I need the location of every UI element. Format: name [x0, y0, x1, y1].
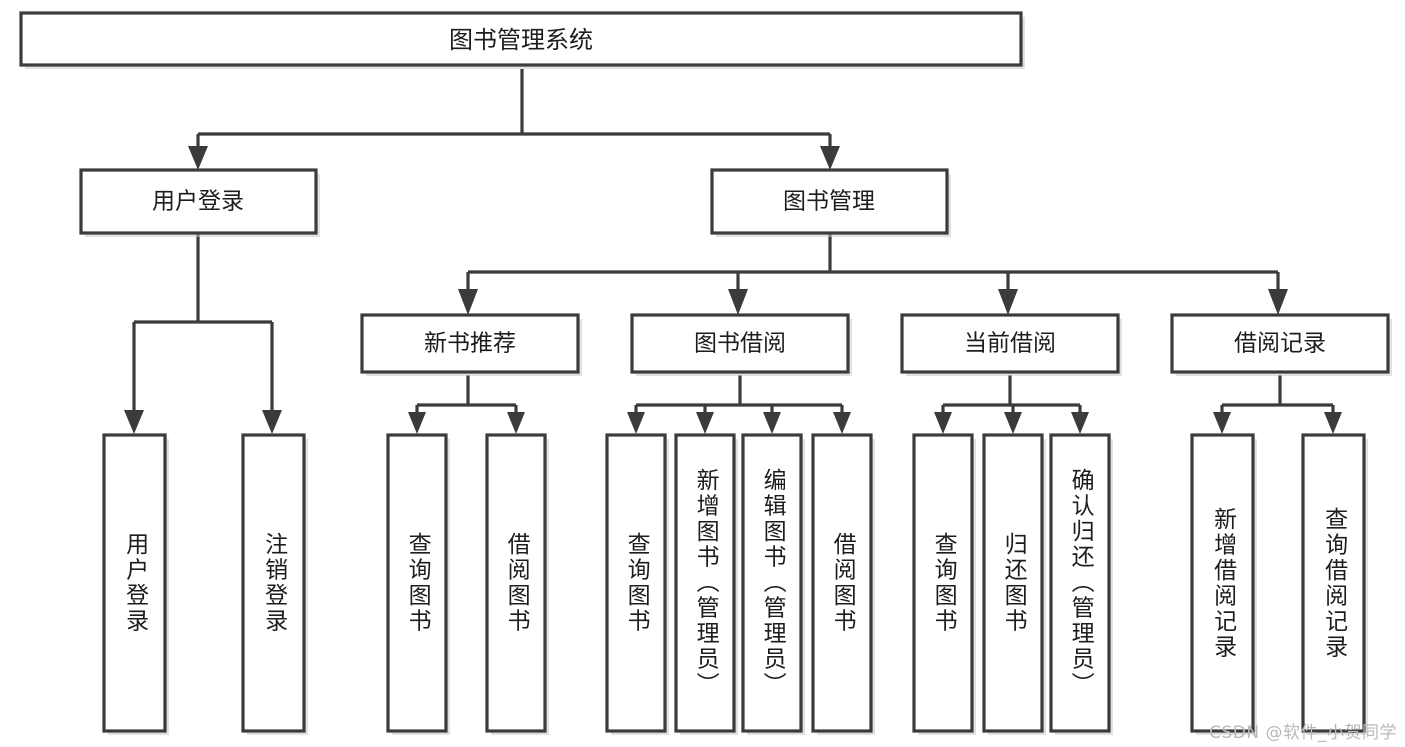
node-new-book-recommend-label: 新书推荐	[424, 331, 516, 357]
node-user-login-label: 用户登录	[152, 189, 244, 215]
arrowhead-leaf-confirm-return	[1071, 412, 1089, 434]
node-leaf-return-book[interactable]	[982, 433, 1044, 733]
arrowhead-current-borrow	[998, 289, 1018, 315]
csdn-watermark: CSDN @软件_小贺同学	[1209, 723, 1397, 743]
title-node-box[interactable]	[19, 11, 1023, 67]
node-leaf-query-borrow-record[interactable]	[1301, 433, 1366, 733]
leaf-return-book-label: 归还图书	[1000, 532, 1027, 634]
leaf-add-borrow-record-label: 新增借阅记录	[1209, 506, 1236, 660]
arrowhead-leaf-edit-book	[763, 412, 781, 434]
node-leaf-edit-book[interactable]	[741, 433, 803, 733]
leaf-borrow-book-1-label: 借阅图书	[503, 532, 530, 634]
arrowhead-leaf-query-book-1	[408, 412, 426, 434]
leaf-borrow-book-2-label: 借阅图书	[829, 532, 856, 634]
leaf-query-book-3-label: 查询图书	[930, 532, 957, 634]
arrowhead-leaf-query-borrow-record	[1324, 412, 1342, 434]
arrowhead-user-login	[188, 146, 208, 170]
node-leaf-query-book-3[interactable]	[912, 433, 974, 733]
arrowhead-book-borrow	[728, 289, 748, 315]
arrowhead-borrow-record	[1268, 289, 1288, 315]
node-book-borrow[interactable]	[630, 313, 850, 374]
arrowhead-leaf-add-borrow-record	[1213, 412, 1231, 434]
node-leaf-logout-login[interactable]	[241, 433, 306, 733]
arrowhead-leaf-add-book	[696, 412, 714, 434]
node-layer: 图书管理系统 用户登录 图书管理 新书推荐 图书借阅 当前借阅 借阅记录	[19, 11, 1392, 735]
arrowhead-leaf-borrow-book-2	[833, 412, 851, 434]
node-leaf-borrow-book-1[interactable]	[485, 433, 547, 733]
leaf-user-login-label: 用户登录	[121, 532, 148, 634]
node-borrow-record-label: 借阅记录	[1234, 331, 1326, 357]
node-leaf-add-book[interactable]	[674, 433, 736, 733]
node-current-borrow-label: 当前借阅	[964, 331, 1056, 357]
node-user-login[interactable]	[79, 168, 318, 235]
leaf-query-book-1-label: 查询图书	[404, 532, 431, 634]
title-node-label: 图书管理系统	[449, 26, 593, 54]
leaf-edit-book-label: 编辑图书（管理员）	[759, 468, 786, 698]
arrowhead-book-management	[820, 146, 840, 170]
node-new-book-recommend[interactable]	[360, 313, 580, 374]
leaf-add-book-label: 新增图书（管理员）	[692, 468, 719, 698]
node-leaf-query-book-2[interactable]	[605, 433, 667, 733]
node-borrow-record[interactable]	[1170, 313, 1390, 374]
leaf-logout-login-label: 注销登录	[260, 532, 287, 634]
arrowhead-leaf-user-login	[124, 410, 144, 434]
arrowhead-leaf-borrow-book-1	[507, 412, 525, 434]
node-book-management-label: 图书管理	[783, 189, 875, 215]
connector-layer	[124, 69, 1342, 434]
arrowhead-leaf-query-book-2	[627, 412, 645, 434]
arrowhead-leaf-logout-login	[262, 410, 282, 434]
node-leaf-add-borrow-record[interactable]	[1190, 433, 1255, 733]
arrowhead-new-book-recommend	[458, 289, 478, 315]
node-book-borrow-label: 图书借阅	[694, 331, 786, 357]
leaf-confirm-return-label: 确认归还（管理员）	[1067, 468, 1094, 698]
arrowhead-leaf-return-book	[1004, 412, 1022, 434]
node-leaf-confirm-return[interactable]	[1049, 433, 1111, 733]
node-current-borrow[interactable]	[900, 313, 1120, 374]
leaf-query-book-2-label: 查询图书	[623, 532, 650, 634]
node-leaf-borrow-book-2[interactable]	[811, 433, 873, 733]
node-leaf-query-book-1[interactable]	[386, 433, 448, 733]
leaf-query-borrow-record-label: 查询借阅记录	[1320, 506, 1347, 660]
node-book-management[interactable]	[710, 168, 949, 235]
arrowhead-leaf-query-book-3	[934, 412, 952, 434]
node-leaf-user-login[interactable]	[102, 433, 167, 733]
